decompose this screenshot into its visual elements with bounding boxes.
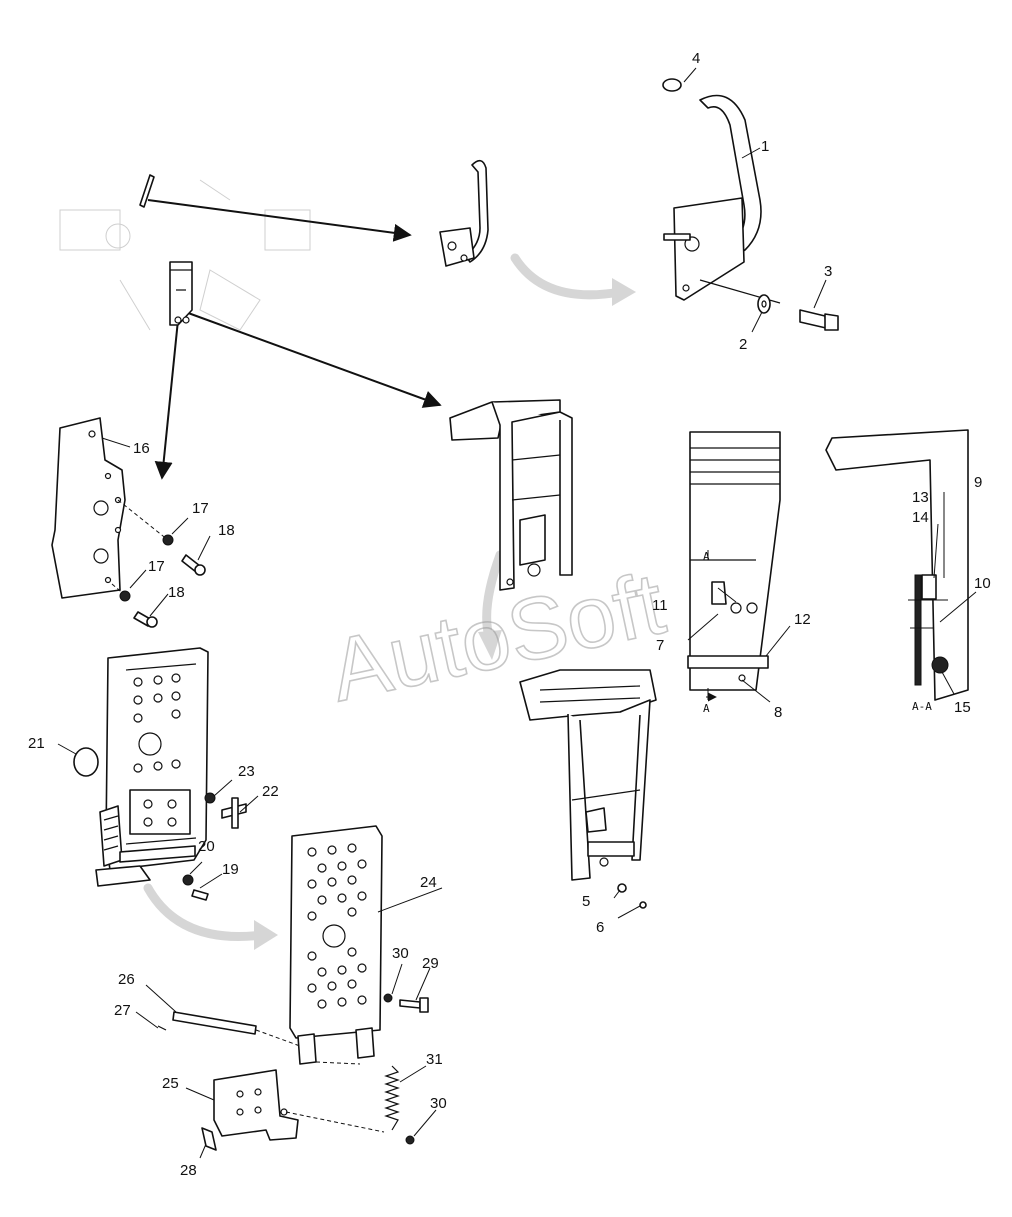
hinge-bracket (201, 1061, 385, 1151)
callout-5: 5 (582, 893, 590, 910)
bolt-29-nut-30 (383, 993, 429, 1145)
callout-10: 10 (974, 575, 991, 592)
callout-17a: 17 (192, 500, 209, 517)
callout-15: 15 (954, 699, 971, 716)
faint-context-sketch (59, 179, 311, 331)
leader-lines (57, 67, 977, 1159)
pedal-holes (133, 673, 181, 773)
lower-pedal-bracket (519, 669, 657, 909)
return-spring (384, 1065, 400, 1131)
callout-13: 13 (912, 489, 929, 506)
callout-8: 8 (774, 704, 782, 721)
callout-4: 4 (692, 50, 700, 67)
callout-6: 6 (596, 919, 604, 936)
flow-arrows (143, 253, 636, 950)
callout-30b: 30 (430, 1095, 447, 1112)
callout-19: 19 (222, 861, 239, 878)
callout-16: 16 (133, 440, 150, 457)
callout-21: 21 (28, 735, 45, 752)
callout-30a: 30 (392, 945, 409, 962)
section-cut-mark-bottom: A (703, 702, 710, 715)
bracket-thumbnail (169, 261, 193, 326)
callout-7: 7 (656, 637, 664, 654)
callout-1: 1 (761, 138, 769, 155)
section-view-a-a (825, 429, 969, 701)
callout-17b: 17 (148, 558, 165, 575)
callout-31: 31 (426, 1051, 443, 1068)
spring-pin (139, 174, 155, 208)
callout-22: 22 (262, 783, 279, 800)
hinge-pin (157, 1011, 301, 1047)
callout-3: 3 (824, 263, 832, 280)
pedal-arm-assembly (662, 78, 839, 331)
pedal-lever-thumbnail (439, 159, 489, 267)
pedal-plate-assembly (73, 647, 247, 901)
callout-20: 20 (198, 838, 215, 855)
callout-9: 9 (974, 474, 982, 491)
callout-24: 24 (420, 874, 437, 891)
callout-28: 28 (180, 1162, 197, 1179)
pedal-support-bracket (449, 399, 573, 591)
callout-18a: 18 (218, 522, 235, 539)
explode-arrows (147, 199, 442, 480)
callout-12: 12 (794, 611, 811, 628)
callout-numbers: 1 2 3 4 5 6 7 8 9 10 11 12 13 14 15 16 1… (28, 50, 991, 1179)
callout-14: 14 (912, 509, 929, 526)
callout-26: 26 (118, 971, 135, 988)
callout-29: 29 (422, 955, 439, 972)
pedal-tread-plate (289, 825, 383, 1065)
section-cut-mark-top: A (703, 550, 710, 563)
nuts-and-bolts-17-18 (111, 499, 206, 628)
callout-27: 27 (114, 1002, 131, 1019)
callout-11: 11 (652, 597, 668, 614)
callout-23: 23 (238, 763, 255, 780)
bracket-front-view (687, 431, 781, 702)
section-view-label: A-A (912, 700, 932, 713)
callout-25: 25 (162, 1075, 179, 1092)
mounting-plate (51, 417, 126, 599)
callout-2: 2 (739, 336, 747, 353)
callout-18b: 18 (168, 584, 185, 601)
tread-holes (307, 843, 367, 1009)
